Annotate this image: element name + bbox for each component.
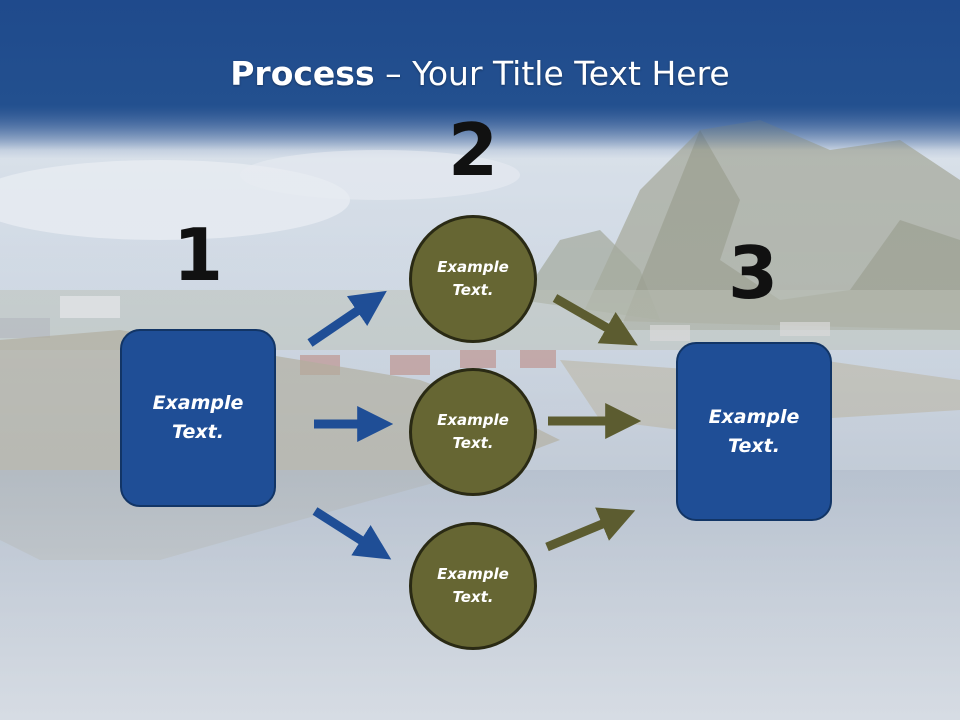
arrow-up-right: [307, 290, 387, 347]
title-bold: Process: [230, 54, 375, 93]
arrow-olive-down-right: [552, 294, 638, 346]
step-number-3: 3: [727, 231, 779, 315]
circle-middle-text: Example Text.: [437, 411, 509, 452]
left-box-text: Example Text.: [152, 392, 244, 443]
circle-middle: Example Text.: [409, 368, 537, 496]
arrow-olive-up-right: [545, 507, 636, 552]
right-box-text: Example Text.: [708, 405, 800, 457]
circle-bottom-text: Example Text.: [437, 565, 509, 606]
left-process-box: Example Text.: [120, 329, 276, 507]
title-dash: –: [385, 54, 402, 93]
circle-top: Example Text.: [409, 215, 537, 343]
title-rest: Your Title Text Here: [412, 54, 730, 93]
step-number-1: 1: [172, 213, 224, 297]
circle-bottom: Example Text.: [409, 522, 537, 650]
circle-top-text: Example Text.: [437, 258, 509, 299]
slide-title: Process – Your Title Text Here: [0, 52, 960, 96]
right-process-box: Example Text.: [676, 342, 832, 521]
step-number-2: 2: [447, 108, 499, 192]
arrow-down-right: [312, 507, 392, 560]
